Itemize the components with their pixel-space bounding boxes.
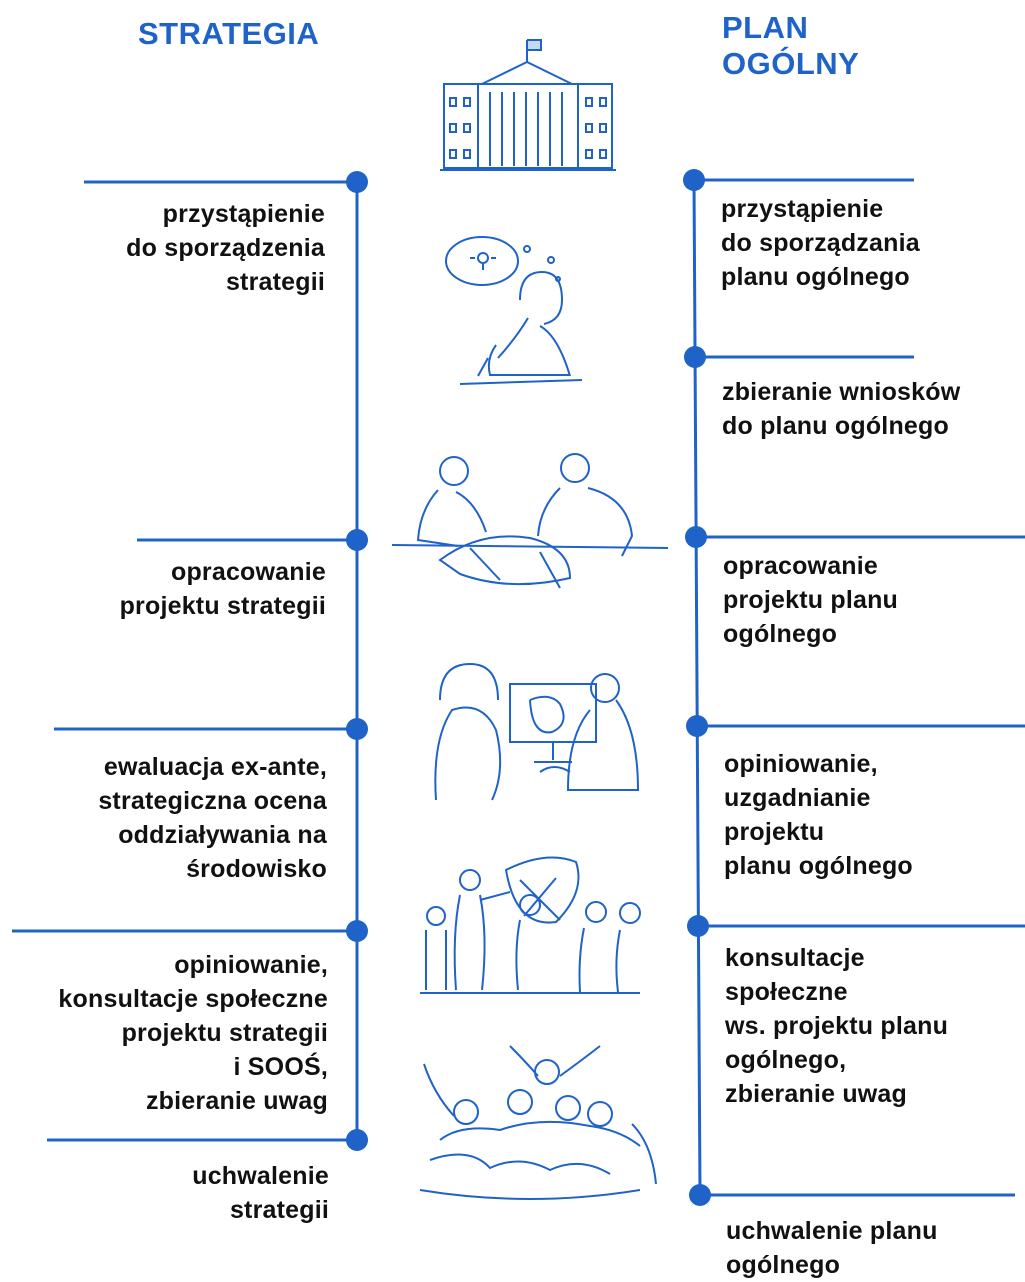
thinking-person-icon — [445, 236, 583, 385]
plan-step-adoption: uchwalenie planu ogólnego — [726, 1217, 938, 1279]
strategy-step-evaluation: ewaluacja ex-ante, strategiczna ocena od… — [98, 753, 327, 883]
milestone-dot — [346, 920, 368, 942]
town-hall-icon — [440, 39, 616, 171]
milestone-dot — [685, 526, 707, 548]
screen-review-icon — [434, 662, 640, 801]
planning-team-icon — [391, 453, 669, 589]
strategy-step-adoption: uchwalenie strategii — [192, 1162, 329, 1224]
plan-heading: PLAN OGÓLNY — [722, 10, 860, 81]
strategy-heading: STRATEGIA — [138, 16, 320, 51]
milestone-dot — [687, 915, 709, 937]
plan-step-review: opiniowanie, uzgadnianie projektu planu … — [724, 750, 913, 880]
strategy-step-drafting: opracowanie projektu strategii — [119, 558, 326, 620]
public-meeting-icon — [420, 856, 641, 994]
plan-step-motions: zbieranie wniosków do planu ogólnego — [722, 378, 961, 440]
celebration-icon — [419, 1045, 657, 1200]
milestone-dot — [689, 1184, 711, 1206]
strategy-milestone-dots — [346, 171, 368, 1151]
milestone-dot — [346, 171, 368, 193]
milestone-dot — [684, 346, 706, 368]
plan-step-drafting: opracowanie projektu planu ogólnego — [723, 552, 899, 648]
strategy-timeline — [12, 180, 359, 1142]
milestone-dot — [346, 1129, 368, 1151]
strategy-step-consultation: opiniowanie, konsultacje społeczne proje… — [58, 951, 328, 1115]
milestone-dot — [686, 715, 708, 737]
plan-step-initiation: przystąpienie do sporządzania planu ogól… — [721, 195, 920, 291]
plan-step-consultation: konsultacje społeczne ws. projektu planu… — [725, 944, 949, 1108]
milestone-dot — [346, 718, 368, 740]
milestone-dot — [683, 169, 705, 191]
strategy-step-initiation: przystąpienie do sporządzenia strategii — [126, 200, 325, 296]
milestone-dot — [346, 529, 368, 551]
plan-milestone-dots — [683, 169, 711, 1206]
